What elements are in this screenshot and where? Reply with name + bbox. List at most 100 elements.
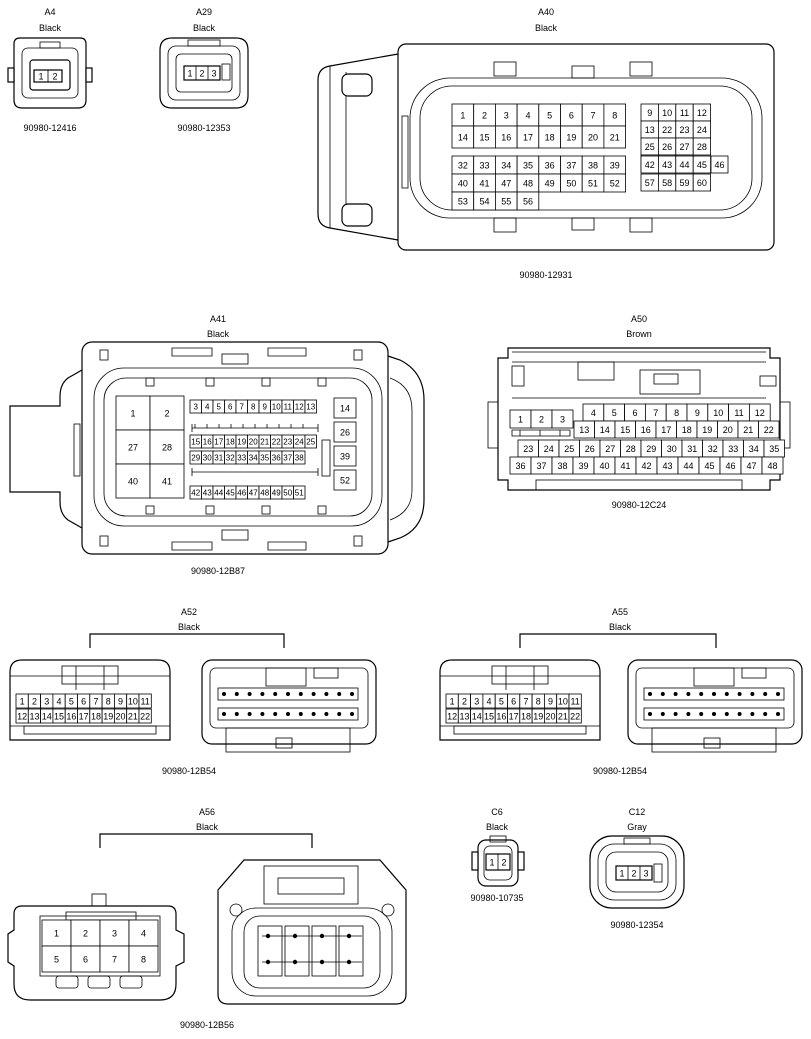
connector-a41-pin-cell — [293, 485, 306, 500]
connector-a41-pin-label: 25 — [306, 438, 315, 447]
connector-a50-pin-label: 9 — [695, 408, 700, 418]
connector-a56-bracket — [99, 833, 313, 848]
connector-a50-part-number: 90980-12C24 — [612, 500, 667, 510]
connector-a55-terminal-dot — [737, 692, 742, 696]
connector-a52-terminal-dot — [286, 692, 290, 696]
connector-a50-detail — [653, 373, 679, 385]
connector-a41-pin-cell — [115, 463, 151, 499]
connector-a40-tab — [571, 217, 595, 231]
connector-c6-pin: 1 — [489, 858, 494, 868]
connector-a40-pin-label: 40 — [458, 179, 468, 189]
connector-a29-id: A29 — [196, 7, 212, 17]
connector-a40-latch-lines — [329, 66, 347, 228]
connector-a50-pin-label: 2 — [539, 415, 544, 425]
connector-a40-pin-label: 51 — [588, 179, 598, 189]
connector-a55-pin-label: 15 — [484, 712, 494, 722]
connector-a40-pin-label: 39 — [610, 161, 620, 171]
connector-a50-pin-label: 46 — [725, 461, 735, 471]
connector-a52-pin-label: 7 — [93, 697, 98, 707]
connector-a41-pin-cell — [333, 445, 357, 467]
connector-a56-key — [91, 893, 107, 907]
connector-a40-latch — [317, 53, 399, 241]
connector-a41-pin-label: 21 — [260, 438, 269, 447]
connector-a40-pin-label: 14 — [458, 133, 468, 143]
connector-a40-pin-label: 49 — [545, 179, 555, 189]
connector-a41-pin-label: 26 — [340, 428, 350, 438]
connector-a50-id: A50 — [631, 314, 647, 324]
connector-a52-terminal-dot — [337, 712, 342, 716]
connector-a52-terminal-dot — [324, 712, 329, 716]
connector-a41-mark — [353, 535, 363, 547]
connector-a55-pin-label: 4 — [487, 697, 492, 707]
connector-a50-pin-label: 23 — [523, 444, 533, 454]
connector-a55-pin-label: 18 — [521, 712, 531, 722]
connector-a50-pin-label: 35 — [769, 444, 779, 454]
connector-a40-pin-label: 27 — [679, 142, 689, 152]
connector-a29-pin: 2 — [199, 69, 204, 79]
connector-a41-pin-label: 51 — [295, 489, 304, 498]
connector-a56-pin-cell — [99, 945, 130, 973]
connector-a50-detail — [577, 361, 615, 381]
connector-a4-latch-right — [85, 67, 93, 83]
connector-a50-pin-label: 44 — [683, 461, 693, 471]
connector-a4-housing — [13, 37, 87, 109]
connector-a40-pin-label: 6 — [569, 111, 574, 121]
connector-a56-color: Black — [196, 822, 219, 832]
connector-a52-pin-label: 21 — [128, 712, 138, 722]
connector-a40-pin-label: 22 — [662, 125, 672, 135]
connector-a41-latch — [9, 369, 83, 529]
connector-a41-pin-cell — [304, 434, 317, 449]
connector-a55-id: A55 — [612, 607, 628, 617]
connector-a29-pin: 1 — [187, 69, 192, 79]
connector-a29-housing — [159, 37, 249, 109]
connector-a56-rear-housing — [217, 859, 407, 1005]
connector-a52-terminal-dot — [337, 692, 342, 696]
connector-a50-pin-label: 14 — [600, 425, 610, 435]
connector-a41-rails — [171, 347, 307, 357]
connector-c12-pin-frame — [615, 865, 653, 881]
connector-a56-rear-lock — [263, 865, 359, 905]
connector-a50-pin-label: 12 — [755, 408, 765, 418]
connector-a55-color: Black — [609, 622, 632, 632]
connector-a52-terminal-dot — [222, 712, 226, 716]
connector-a40-pin-label: 9 — [647, 108, 652, 118]
connector-a41-pin-cell — [333, 421, 357, 443]
connector-a41-pin-label: 1 — [130, 409, 135, 419]
connector-a56-foot — [55, 975, 79, 989]
connector-a52-pin-cell — [138, 708, 152, 724]
connector-a41-pin-label: 18 — [226, 438, 235, 447]
connector-a50-pin-label: 10 — [713, 408, 723, 418]
connector-a50-pin-label: 22 — [764, 425, 774, 435]
connector-a52-pin-label: 22 — [140, 712, 150, 722]
connector-a55-terminal-dot — [776, 712, 780, 716]
connector-a55-pin-label: 21 — [558, 712, 568, 722]
connector-a40-pin-cell — [603, 173, 627, 193]
connector-c6-id: C6 — [491, 807, 503, 817]
connector-c6-latch — [517, 851, 525, 871]
connector-a52-pin-label: 3 — [44, 697, 49, 707]
connector-a41-pin-label: 50 — [283, 489, 292, 498]
connector-a55-terminal-dot — [686, 692, 691, 696]
connector-a50-pin-label: 11 — [734, 408, 743, 418]
connector-a40-pin-label: 8 — [612, 111, 617, 121]
connector-a55-lock — [491, 665, 549, 685]
connector-a50-pin-label: 30 — [667, 444, 677, 454]
connector-a50-pin-label: 32 — [708, 444, 718, 454]
connector-a41-guide — [145, 505, 155, 515]
connector-a40-pin-cell — [692, 137, 712, 156]
connector-a40-tab — [629, 217, 653, 233]
connector-a56-rear-hole — [229, 903, 243, 917]
connector-a40-pin-cell — [516, 191, 540, 211]
connector-c12-part-number: 90980-12354 — [610, 920, 663, 930]
connector-a52-terminal-row — [217, 707, 359, 721]
connector-a55-terminal-dot — [673, 712, 678, 716]
connector-a50-housing — [497, 347, 781, 491]
connector-a40-face-inner — [419, 85, 753, 211]
connector-a56-rear-face — [231, 907, 393, 997]
connector-a41-pin-label: 17 — [214, 438, 223, 447]
connector-a52-rear-lock — [265, 667, 307, 687]
connector-a41-pin-label: 34 — [249, 454, 258, 463]
connector-a52-pin-label: 13 — [29, 712, 39, 722]
